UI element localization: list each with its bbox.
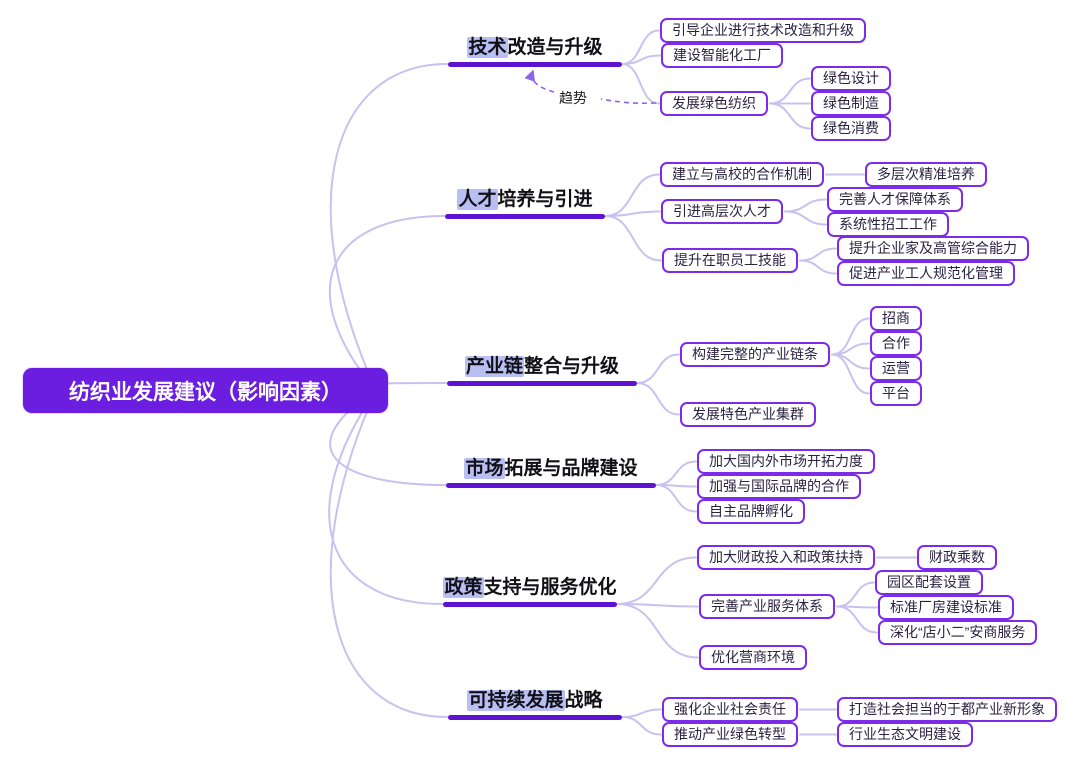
subtopic-node[interactable]: 优化营商环境 bbox=[699, 645, 807, 670]
main-topic-text: 拓展与品牌建设 bbox=[504, 458, 638, 479]
main-topic-text: 支持与服务优化 bbox=[483, 577, 617, 598]
main-topic-label: 产业链整合与升级 bbox=[447, 356, 637, 378]
subtopic-node[interactable]: 标准厂房建设标准 bbox=[878, 595, 1014, 620]
highlighted-keyword: 产业链 bbox=[464, 356, 524, 377]
subtopic-node[interactable]: 自主品牌孵化 bbox=[697, 499, 805, 524]
subtopic-node[interactable]: 建立与高校的合作机制 bbox=[660, 162, 824, 187]
branch-underline bbox=[445, 214, 605, 219]
subtopic-node[interactable]: 引进高层次人才 bbox=[661, 199, 783, 224]
subtopic-node[interactable]: 平台 bbox=[870, 381, 922, 406]
subtopic-node[interactable]: 提升在职员工技能 bbox=[662, 248, 798, 273]
highlighted-keyword: 可持续发展 bbox=[467, 690, 565, 711]
subtopic-node[interactable]: 强化企业社会责任 bbox=[662, 697, 798, 722]
subtopic-node[interactable]: 加强与国际品牌的合作 bbox=[697, 474, 861, 499]
subtopic-node[interactable]: 行业生态文明建设 bbox=[837, 722, 973, 747]
branch-underline bbox=[443, 602, 617, 607]
main-topic-label: 可持续发展战略 bbox=[448, 690, 622, 712]
main-topic-sustainable[interactable]: 可持续发展战略 bbox=[448, 690, 622, 720]
central-topic[interactable]: 纺织业发展建议（影响因素） bbox=[23, 368, 388, 413]
main-topic-label: 政策支持与服务优化 bbox=[443, 577, 617, 599]
main-topic-text: 整合与升级 bbox=[524, 356, 620, 377]
subtopic-node[interactable]: 深化“店小二”安商服务 bbox=[878, 620, 1038, 645]
subtopic-node[interactable]: 绿色设计 bbox=[811, 66, 891, 91]
main-topic-text: 培养与引进 bbox=[497, 189, 593, 210]
subtopic-node[interactable]: 完善产业服务体系 bbox=[699, 594, 835, 619]
subtopic-node[interactable]: 发展特色产业集群 bbox=[680, 402, 816, 427]
main-topic-tech-upgrade[interactable]: 技术改造与升级 bbox=[448, 37, 622, 67]
branch-underline bbox=[447, 381, 637, 386]
highlighted-keyword: 技术 bbox=[467, 37, 508, 58]
subtopic-node[interactable]: 提升企业家及高管综合能力 bbox=[837, 236, 1029, 261]
subtopic-node[interactable]: 加大国内外市场开拓力度 bbox=[697, 449, 875, 474]
branch-underline bbox=[446, 483, 656, 488]
trend-arrow-label: 趋势 bbox=[559, 90, 587, 106]
subtopic-node[interactable]: 打造社会担当的于都产业新形象 bbox=[837, 697, 1057, 722]
subtopic-node[interactable]: 绿色消费 bbox=[811, 116, 891, 141]
main-topic-talent[interactable]: 人才培养与引进 bbox=[445, 189, 605, 219]
main-topic-text: 改造与升级 bbox=[507, 37, 603, 58]
subtopic-node[interactable]: 绿色制造 bbox=[811, 91, 891, 116]
branch-underline bbox=[448, 62, 622, 67]
subtopic-node[interactable]: 系统性招工工作 bbox=[827, 212, 949, 237]
subtopic-node[interactable]: 招商 bbox=[870, 306, 922, 331]
subtopic-node[interactable]: 运营 bbox=[870, 356, 922, 381]
subtopic-node[interactable]: 完善人才保障体系 bbox=[827, 187, 963, 212]
highlighted-keyword: 政策 bbox=[443, 577, 484, 598]
main-topic-industry-chain[interactable]: 产业链整合与升级 bbox=[447, 356, 637, 386]
subtopic-node[interactable]: 建设智能化工厂 bbox=[661, 43, 783, 68]
branch-underline bbox=[448, 715, 622, 720]
subtopic-node[interactable]: 引导企业进行技术改造和升级 bbox=[660, 18, 866, 43]
subtopic-node[interactable]: 推动产业绿色转型 bbox=[662, 722, 798, 747]
subtopic-node[interactable]: 园区配套设置 bbox=[875, 570, 983, 595]
main-topic-label: 人才培养与引进 bbox=[445, 189, 605, 211]
main-topic-market-brand[interactable]: 市场拓展与品牌建设 bbox=[446, 458, 656, 488]
main-topic-policy-service[interactable]: 政策支持与服务优化 bbox=[443, 577, 617, 607]
subtopic-node[interactable]: 合作 bbox=[870, 331, 922, 356]
subtopic-node[interactable]: 构建完整的产业链条 bbox=[680, 342, 830, 367]
subtopic-node[interactable]: 加大财政投入和政策扶持 bbox=[697, 545, 875, 570]
subtopic-node[interactable]: 多层次精准培养 bbox=[865, 162, 987, 187]
highlighted-keyword: 市场 bbox=[464, 458, 505, 479]
highlighted-keyword: 人才 bbox=[457, 189, 498, 210]
subtopic-node[interactable]: 促进产业工人规范化管理 bbox=[837, 261, 1015, 286]
subtopic-node[interactable]: 发展绿色纺织 bbox=[660, 91, 768, 116]
main-topic-label: 技术改造与升级 bbox=[448, 37, 622, 59]
main-topic-label: 市场拓展与品牌建设 bbox=[446, 458, 656, 480]
main-topic-text: 战略 bbox=[564, 690, 603, 711]
subtopic-node[interactable]: 财政乘数 bbox=[917, 545, 997, 570]
